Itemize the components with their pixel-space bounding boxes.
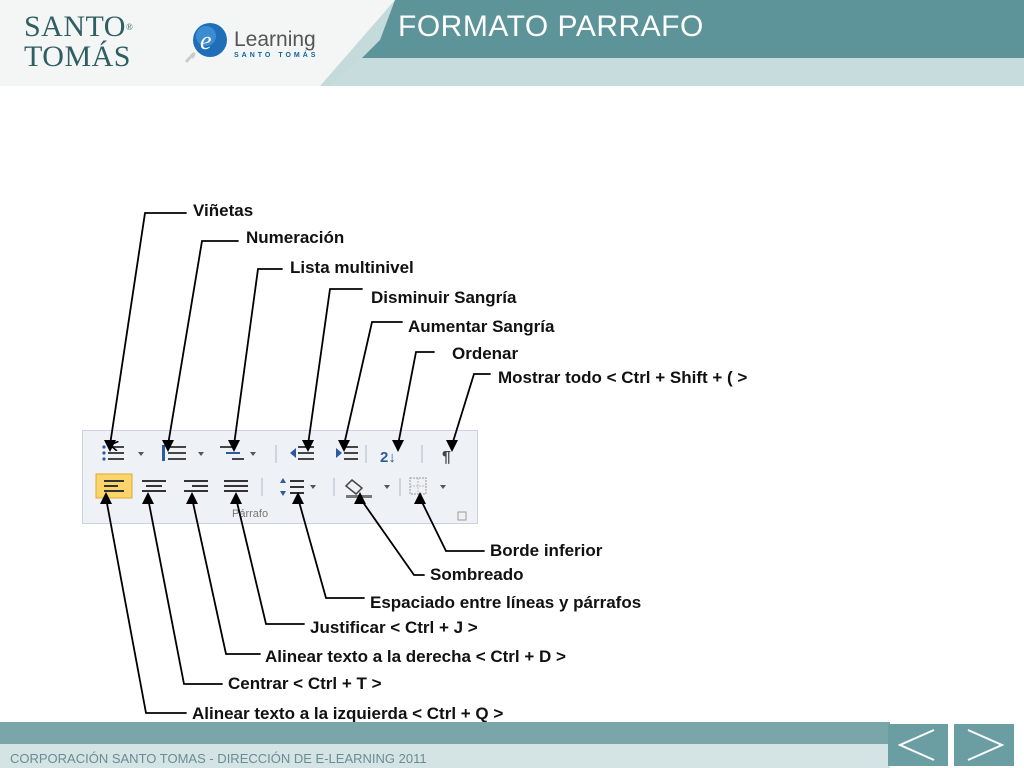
- align-right-icon[interactable]: [184, 480, 208, 492]
- chevron-right-icon: [967, 729, 1005, 761]
- numbering-icon[interactable]: [162, 445, 204, 461]
- callout-borde-inferior: Borde inferior: [490, 541, 603, 560]
- footer-band: [0, 722, 890, 768]
- chevron-left-icon: [897, 729, 935, 761]
- callout-espaciado: Espaciado entre líneas y párrafos: [370, 593, 642, 612]
- svg-text:e: e: [200, 26, 212, 55]
- next-slide-button[interactable]: [954, 724, 1014, 766]
- callout-multinivel: Lista multinivel: [290, 258, 414, 277]
- elearning-logo: e: [184, 23, 227, 63]
- line-spacing-icon[interactable]: [280, 478, 316, 496]
- footer-text: CORPORACIÓN SANTO TOMAS - DIRECCIÓN DE E…: [10, 751, 427, 766]
- paragraph-ribbon: [82, 430, 478, 524]
- callout-justificar: Justificar < Ctrl + J >: [310, 618, 478, 637]
- callout-alinear-derecha: Alinear texto a la derecha < Ctrl + D >: [265, 647, 566, 666]
- border-icon[interactable]: [409, 477, 446, 495]
- santo-tomas-logo: SANTO® TOMÁS: [24, 10, 134, 73]
- pilcrow-icon[interactable]: ¶: [442, 449, 451, 466]
- callout-ordenar: Ordenar: [452, 344, 519, 363]
- callout-mostrar-todo: Mostrar todo < Ctrl + Shift + ( >: [498, 368, 748, 387]
- elearning-word: Learning: [234, 28, 316, 51]
- elearning-subtitle: SANTO TOMÁS: [234, 52, 319, 59]
- callout-centrar: Centrar < Ctrl + T >: [228, 674, 382, 693]
- callout-alinear-izquierda: Alinear texto a la izquierda < Ctrl + Q …: [192, 704, 504, 723]
- prev-slide-button[interactable]: [888, 724, 948, 766]
- multilevel-list-icon[interactable]: [220, 446, 256, 460]
- sort-icon[interactable]: 2↓: [380, 449, 396, 466]
- callout-numeracion: Numeración: [246, 228, 345, 247]
- callout-aumentar-sangria: Aumentar Sangría: [408, 317, 555, 336]
- page-title: FORMATO PARRAFO: [398, 10, 704, 43]
- dialog-launcher-icon[interactable]: [457, 511, 467, 521]
- align-left-icon[interactable]: [95, 473, 133, 499]
- title-band: [320, 0, 1024, 86]
- increase-indent-icon[interactable]: [336, 446, 358, 460]
- justify-icon[interactable]: [224, 480, 248, 492]
- callout-vinetas: Viñetas: [193, 201, 254, 220]
- callout-sombreado: Sombreado: [430, 565, 524, 584]
- align-center-icon[interactable]: [142, 480, 166, 492]
- callout-disminuir-sangria: Disminuir Sangría: [371, 288, 517, 307]
